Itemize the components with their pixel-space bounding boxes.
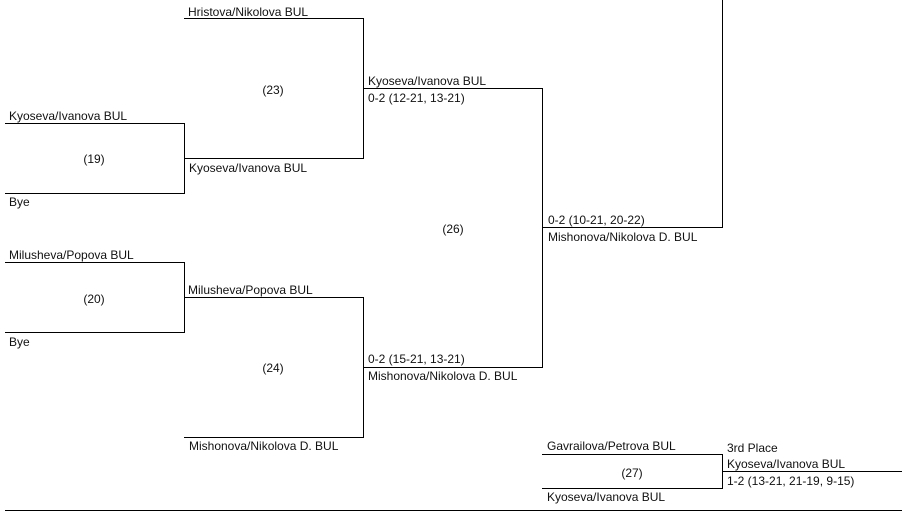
m20-top-team: Milusheva/Popova BUL xyxy=(9,248,134,262)
m23-match-number: (23) xyxy=(262,83,284,97)
m23-top-team: Hristova/Nikolova BUL xyxy=(188,5,309,19)
m19-top-team: Kyoseva/Ivanova BUL xyxy=(9,109,128,123)
m27-match-number: (27) xyxy=(621,466,643,480)
r4-score: 0-2 (10-21, 20-22) xyxy=(548,213,645,227)
third-place-winner: Kyoseva/Ivanova BUL xyxy=(727,457,846,471)
m23-bottom-team: Kyoseva/Ivanova BUL xyxy=(189,161,308,175)
m26-top-team: Kyoseva/Ivanova BUL xyxy=(368,74,487,88)
m26-top-score: 0-2 (12-21, 13-21) xyxy=(368,91,465,105)
m24-bottom-team: Mishonova/Nikolova D. BUL xyxy=(189,439,339,453)
third-place-score: 1-2 (13-21, 21-19, 9-15) xyxy=(727,474,855,488)
m27-top-team: Gavrailova/Petrova BUL xyxy=(547,439,676,453)
r4-team: Mishonova/Nikolova D. BUL xyxy=(548,230,698,244)
m27-bottom-team: Kyoseva/Ivanova BUL xyxy=(547,490,666,504)
m20-match-number: (20) xyxy=(83,292,105,306)
m24-top-team: Milusheva/Popova BUL xyxy=(188,283,313,297)
m26-bottom-team: Mishonova/Nikolova D. BUL xyxy=(368,369,518,383)
m19-match-number: (19) xyxy=(83,152,105,166)
m26-match-number: (26) xyxy=(442,222,464,236)
m26-bottom-score: 0-2 (15-21, 13-21) xyxy=(368,352,465,366)
m24-match-number: (24) xyxy=(262,361,284,375)
third-place-label: 3rd Place xyxy=(727,441,778,455)
m20-bottom-team: Bye xyxy=(9,335,30,349)
m19-bottom-team: Bye xyxy=(9,195,30,209)
